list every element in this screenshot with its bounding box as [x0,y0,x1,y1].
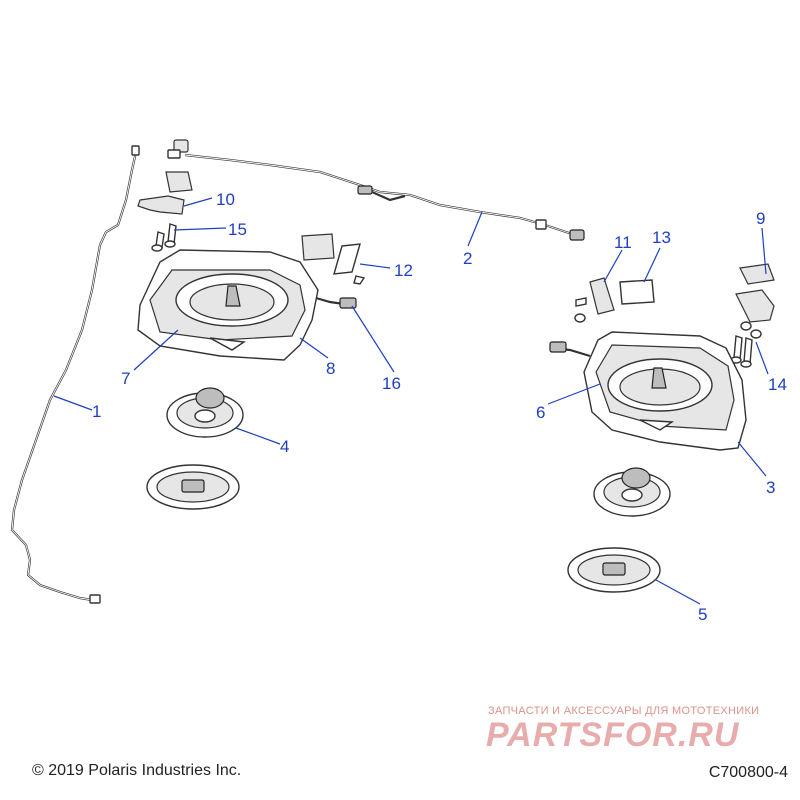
callout-3: 3 [766,478,775,497]
bracket-9 [735,263,775,323]
speaker-right [593,467,671,517]
callout-6: 6 [536,403,545,422]
callout-2: 2 [463,249,472,268]
connector-16 [315,296,357,309]
enclosure-left [137,249,319,361]
watermark-tagline: ЗАПЧАСТИ И АКСЕССУАРЫ ДЛЯ МОТОТЕХНИКИ [488,705,760,717]
callout-8: 8 [326,359,335,378]
grille-right [567,547,661,593]
callout-4: 4 [280,437,289,456]
callout-7: 7 [121,369,130,388]
callout-15: 15 [228,220,247,239]
callout-5: 5 [698,605,707,624]
callout-1: 1 [92,402,101,421]
copyright-text: © 2019 Polaris Industries Inc. [32,762,242,779]
bolts-left [151,223,177,252]
harness-upper [167,139,585,241]
drawing-id: C700800-4 [708,764,788,781]
callout-10: 10 [216,190,235,209]
grille-left [146,464,240,510]
leader-lines [53,197,769,605]
bracket-right [574,277,655,323]
bracket-left [137,171,193,215]
harness-long [10,145,140,604]
bolts-right [730,321,762,368]
callout-16: 16 [382,374,401,393]
callout-9: 9 [756,209,765,228]
bracket-center [301,233,366,285]
enclosure-right [549,331,747,451]
speaker-left [166,387,244,438]
callouts: 1 2 3 4 5 6 7 8 9 10 11 12 13 14 15 16 [92,190,787,624]
callout-12: 12 [394,261,413,280]
watermark-brand: PARTSFOR.RU [486,716,740,754]
callout-13: 13 [652,228,671,247]
callout-14: 14 [768,375,787,394]
callout-11: 11 [614,233,632,252]
